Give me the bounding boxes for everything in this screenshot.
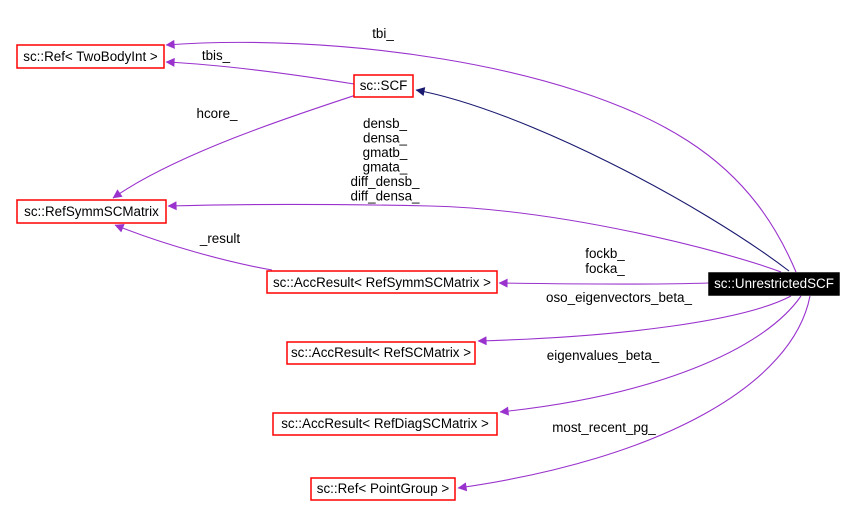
edge-label-density-members: densb_ densa_ gmatb_ gmata_ diff_densb_ …	[351, 116, 421, 204]
edge-label-result: _result	[199, 231, 240, 246]
edge-density-members	[167, 201, 782, 273]
edge-inheritance-unrestrictedscf-to-scf	[415, 87, 790, 272]
edge-label-focka: focka_	[585, 261, 625, 276]
edge-label-tbis: tbis_	[202, 48, 231, 63]
node-label-sc-accresult-refsymmscmatrix: sc::AccResult< RefSymmSCMatrix >	[273, 275, 491, 290]
node-sc-accresult-refscmatrix[interactable]: sc::AccResult< RefSCMatrix >	[286, 341, 476, 365]
node-sc-ref-pointgroup[interactable]: sc::Ref< PointGroup >	[310, 477, 456, 501]
edge-label-diff-densb: diff_densb_	[351, 174, 421, 189]
edge-label-densa: densa_	[363, 131, 407, 146]
edge-tbis	[165, 57, 355, 85]
edge-eigenvalues-beta	[499, 295, 802, 416]
node-sc-accresult-refsymmscmatrix[interactable]: sc::AccResult< RefSymmSCMatrix >	[266, 270, 498, 294]
node-label-sc-scf: sc::SCF	[360, 78, 408, 93]
edge-most-recent-pg	[457, 295, 811, 492]
node-label-sc-refsymmscmatrix: sc::RefSymmSCMatrix	[24, 204, 159, 219]
node-sc-accresult-refdiagscmatrix[interactable]: sc::AccResult< RefDiagSCMatrix >	[272, 412, 498, 436]
edge-label-eigenvalues-beta: eigenvalues_beta_	[547, 348, 660, 363]
node-sc-scf[interactable]: sc::SCF	[353, 74, 414, 98]
edge-oso-eigenvectors-beta	[477, 295, 792, 346]
edge-label-diff-densa: diff_densa_	[351, 189, 421, 204]
edge-label-fock-members: fockb_ focka_	[585, 246, 625, 276]
edge-label-oso-eigenvectors-beta: oso_eigenvectors_beta_	[546, 290, 692, 305]
node-sc-ref-twobodyint[interactable]: sc::Ref< TwoBodyInt >	[16, 44, 165, 69]
edge-result	[114, 224, 273, 271]
edge-label-gmata: gmata_	[363, 160, 408, 175]
node-label-sc-unrestrictedscf: sc::UnrestrictedSCF	[714, 276, 834, 291]
edge-label-most-recent-pg: most_recent_pg_	[552, 420, 656, 435]
edge-label-hcore: hcore_	[197, 106, 238, 121]
edge-fock-members	[498, 278, 710, 288]
node-label-sc-ref-twobodyint: sc::Ref< TwoBodyInt >	[23, 49, 158, 64]
edge-label-gmatb: gmatb_	[363, 145, 408, 160]
node-label-sc-accresult-refscmatrix: sc::AccResult< RefSCMatrix >	[291, 345, 471, 360]
edge-label-tbi: tbi_	[372, 26, 394, 41]
node-sc-refsymmscmatrix[interactable]: sc::RefSymmSCMatrix	[16, 199, 167, 224]
node-label-sc-ref-pointgroup: sc::Ref< PointGroup >	[317, 481, 450, 496]
edge-label-densb: densb_	[363, 116, 407, 131]
edge-hcore	[112, 94, 357, 199]
node-sc-unrestrictedscf: sc::UnrestrictedSCF	[708, 272, 840, 296]
node-label-sc-accresult-refdiagscmatrix: sc::AccResult< RefDiagSCMatrix >	[281, 416, 489, 431]
edge-label-fockb: fockb_	[585, 246, 625, 261]
edge-tbi	[165, 39, 797, 273]
